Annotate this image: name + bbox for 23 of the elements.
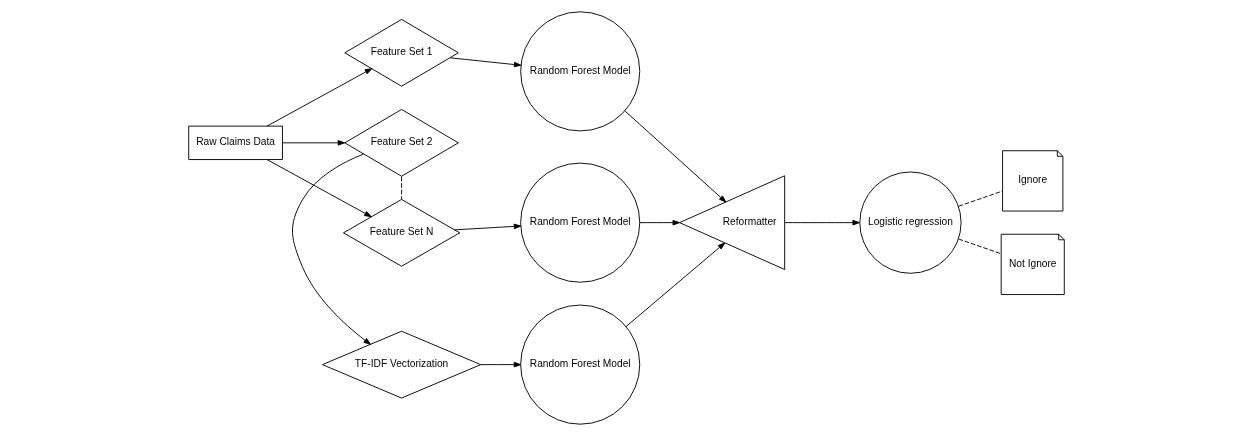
arrow [281, 140, 345, 146]
node-diamond: Feature Set 1 [343, 18, 459, 87]
arrow [266, 68, 372, 127]
arrow [638, 219, 680, 226]
arrow [624, 110, 726, 203]
node-box: Raw Claims Data [187, 125, 283, 160]
node-diamond: Feature Set 2 [343, 108, 459, 177]
node-circle: Random Forest Model [519, 162, 640, 283]
arrow [625, 242, 725, 328]
connector [957, 238, 1001, 255]
arrow [266, 159, 372, 218]
connector [957, 190, 1003, 207]
connector [400, 176, 402, 200]
arrow [784, 219, 860, 226]
node-circle: Random Forest Model [519, 304, 640, 425]
arrow [453, 223, 521, 231]
node-diamond: Feature Set N [342, 198, 460, 267]
arrow [479, 361, 521, 368]
arrow [449, 57, 521, 68]
node-circle: Logistic regression [858, 171, 962, 274]
node-diamond: TF-IDF Vectorization [321, 330, 481, 399]
node-circle: Random Forest Model [519, 11, 640, 132]
arrow [291, 153, 371, 345]
